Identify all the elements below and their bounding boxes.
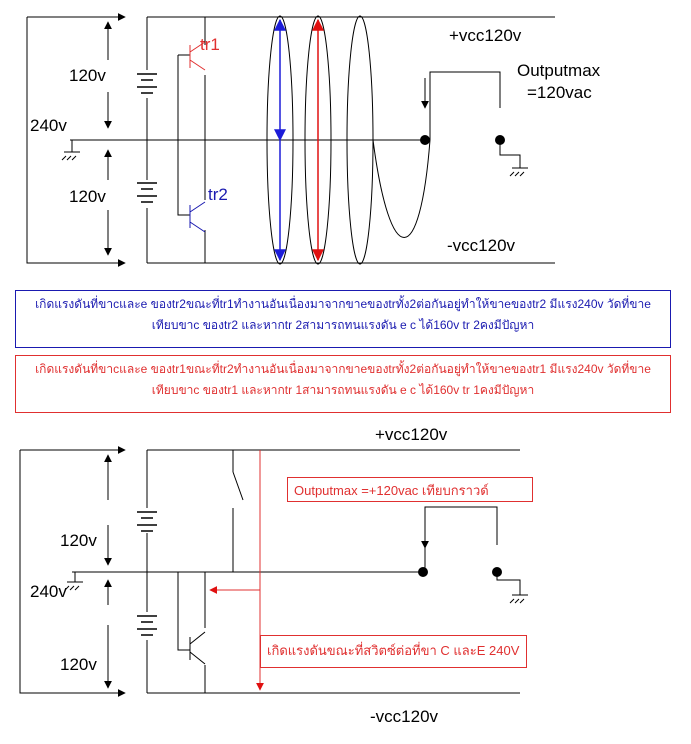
- bottom-vcc-negative-label: -vcc120v: [370, 707, 439, 726]
- tr2-label: tr2: [208, 185, 228, 204]
- top-lower-voltage-label: 120v: [69, 187, 106, 206]
- tr1-note-line1: เกิดแรงดันที่ขาcและe ของtr1ขณะที่tr2ทำงา…: [35, 362, 651, 376]
- switch-voltage-message: เกิดแรงดันขณะที่สวิตซ์ต่อที่ขา C และE 24…: [260, 635, 527, 668]
- bottom-mid-voltage-label: 240v: [30, 582, 67, 601]
- bottom-vcc-positive-label: +vcc120v: [375, 425, 448, 444]
- bottom-lower-voltage-label: 120v: [60, 655, 97, 674]
- tr1-explanation-note: เกิดแรงดันที่ขาcและe ของtr1ขณะที่tr2ทำงา…: [15, 355, 671, 413]
- bottom-circuit: [19, 446, 528, 697]
- bottom-output-node-right: [492, 567, 502, 577]
- output-title: Outputmax: [517, 61, 601, 80]
- output-node-left: [420, 135, 430, 145]
- output-max-tag: Outputmax =+120vac เทียบกราวด์: [287, 477, 533, 502]
- tr2-transistor: [189, 201, 206, 233]
- tr2-note-line1: เกิดแรงดันที่ขาcและe ของtr2ขณะที่tr1ทำงา…: [35, 297, 651, 311]
- bottom-upper-voltage-label: 120v: [60, 531, 97, 550]
- top-upper-voltage-label: 120v: [69, 66, 106, 85]
- tr2-note-line2: เทียบขาc ของtr2 และหากtr 2สามารถทนแรงดัน…: [151, 318, 535, 332]
- tr1-note-line2: เทียบขาc ของtr1 และหากtr 1สามารถทนแรงดัน…: [151, 383, 535, 397]
- output-node-right: [495, 135, 505, 145]
- top-mid-voltage-label: 240v: [30, 116, 67, 135]
- sine-waveform: [266, 15, 431, 265]
- tr1-label: tr1: [200, 35, 220, 54]
- tr1-transistor: [189, 41, 206, 71]
- bottom-red-paths: [209, 450, 264, 691]
- top-vcc-negative-label: -vcc120v: [447, 236, 516, 255]
- top-circuit: [26, 13, 555, 267]
- bottom-output-node-left: [418, 567, 428, 577]
- tr2-explanation-note: เกิดแรงดันที่ขาcและe ของtr2ขณะที่tr1ทำงา…: [15, 290, 671, 348]
- top-vcc-positive-label: +vcc120v: [449, 26, 522, 45]
- output-value: =120vac: [527, 83, 592, 102]
